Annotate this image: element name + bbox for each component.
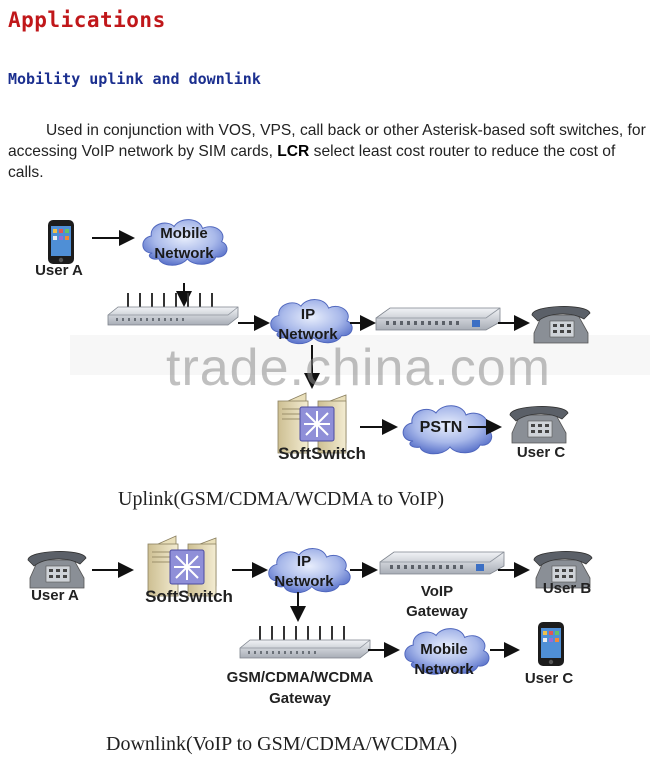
uplink-ip-network-word: Network — [278, 326, 338, 343]
downlink-user-a-label: User A — [31, 587, 79, 604]
uplink-voip-gateway-icon — [375, 307, 501, 331]
downlink-voip-gateway-icon — [379, 551, 505, 575]
uplink-user-c-label: User C — [516, 444, 566, 461]
downlink-voip-gateway-label: VoIP Gateway — [392, 582, 482, 622]
downlink-user-a-desk-phone-icon — [27, 550, 87, 589]
description-text-1: Used in conjunction with VOS, VPS, call … — [8, 122, 646, 160]
uplink-caption: Uplink(GSM/CDMA/WCDMA to VoIP) — [118, 488, 444, 510]
description-bold-lcr: LCR — [277, 143, 310, 160]
uplink-diagram — [48, 219, 650, 455]
uplink-user-a-label: User A — [35, 262, 83, 279]
downlink-softswitch-label: SoftSwitch — [145, 587, 233, 606]
downlink-diagram — [27, 535, 593, 675]
uplink-mobile-label: Mobile — [160, 225, 208, 242]
section-subheading: Mobility uplink and downlink — [8, 70, 261, 88]
uplink-pstn-label: PSTN — [419, 419, 463, 436]
description-text-2: select least cost router to reduce the c… — [8, 143, 616, 181]
downlink-voip-gateway-word: Gateway — [406, 603, 468, 620]
uplink-ip-label: IP — [300, 306, 316, 323]
downlink-gsm-gateway-icon — [239, 625, 371, 659]
downlink-ip-label: IP — [296, 553, 312, 570]
uplink-user-a-phone-icon — [48, 220, 74, 264]
downlink-gsm-gateway-label: GSM/CDMA/WCDMA Gateway — [210, 667, 390, 709]
downlink-user-c-label: User C — [524, 670, 574, 687]
uplink-user-c-desk-phone-icon — [509, 405, 569, 444]
uplink-softswitch-label: SoftSwitch — [278, 444, 366, 463]
uplink-gsm-gateway-icon — [107, 292, 239, 326]
downlink-caption: Downlink(VoIP to GSM/CDMA/WCDMA) — [106, 733, 458, 755]
downlink-ip-network-word: Network — [274, 573, 334, 590]
description-paragraph: Used in conjunction with VOS, VPS, call … — [8, 120, 648, 183]
downlink-voip-label: VoIP — [420, 583, 454, 600]
watermark-text: trade.china.com — [166, 339, 551, 397]
uplink-network-label: Network — [154, 245, 214, 262]
page-heading: Applications — [8, 8, 166, 32]
downlink-user-c-phone-icon — [538, 622, 564, 666]
downlink-gsm-gateway-word: Gateway — [269, 690, 331, 707]
downlink-user-b-label: User B — [542, 580, 592, 597]
downlink-network-label: Network — [414, 661, 474, 678]
downlink-gsm-label: GSM/CDMA/WCDMA — [226, 669, 374, 686]
downlink-mobile-label: Mobile — [420, 641, 468, 658]
